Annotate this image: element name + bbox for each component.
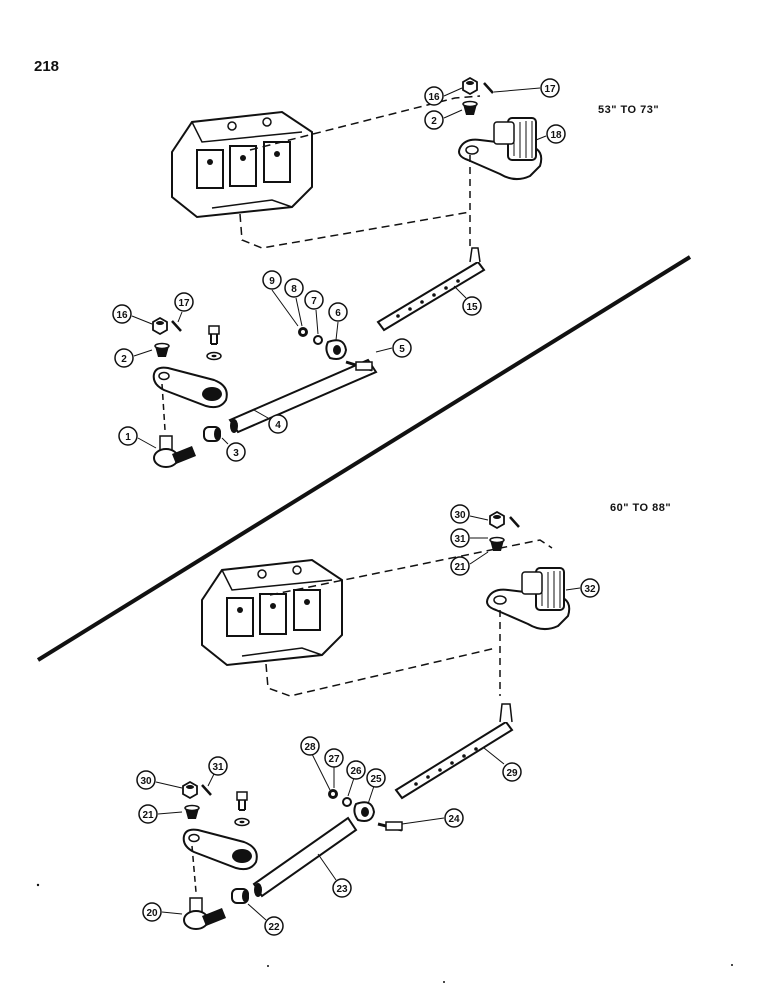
- callout-label: 23: [336, 884, 348, 895]
- lower-assembly: [182, 511, 571, 930]
- callout-label: 2: [121, 354, 127, 365]
- callout-label: 30: [454, 510, 466, 521]
- callout-label: 7: [311, 296, 317, 307]
- section-divider: [36, 255, 692, 662]
- callout-label: 31: [454, 534, 466, 545]
- lower-range-label: 60" TO 88": [610, 502, 672, 514]
- upper-assembly: [152, 77, 543, 468]
- callout-label: 6: [335, 308, 341, 319]
- callout-label: 21: [454, 562, 466, 573]
- upper-range-label: 53" TO 73": [598, 104, 660, 116]
- callout-label: 20: [146, 908, 158, 919]
- callout-label: 26: [350, 766, 362, 777]
- callout-label: 18: [550, 130, 562, 141]
- callout-label: 30: [140, 776, 152, 787]
- callout-label: 4: [275, 420, 281, 431]
- callout-label: 28: [304, 742, 316, 753]
- callout-label: 22: [268, 922, 280, 933]
- callout-label: 29: [506, 768, 518, 779]
- callout-label: 31: [212, 762, 224, 773]
- page-number: 218: [34, 58, 60, 75]
- callout-label: 3: [233, 448, 239, 459]
- callout-label: 24: [448, 814, 460, 825]
- callout-label: 17: [544, 84, 556, 95]
- callout-label: 32: [584, 584, 596, 595]
- callout-label: 25: [370, 774, 382, 785]
- callout-label: 2: [431, 116, 437, 127]
- callouts: 1 2 3 4 5 6 7 8 9 15 16 17 18 2 16 17 20…: [112, 78, 600, 936]
- callout-label: 21: [142, 810, 154, 821]
- lower-valve-body: [201, 559, 343, 666]
- lower-pitman-arm: [182, 828, 258, 871]
- lower-steering-arm: [486, 567, 571, 631]
- callout-label: 1: [125, 432, 131, 443]
- callout-label: 5: [399, 344, 405, 355]
- upper-pitman-arm: [152, 366, 228, 409]
- callout-label: 15: [466, 302, 478, 313]
- callout-label: 9: [269, 276, 275, 287]
- callout-label: 16: [428, 92, 440, 103]
- upper-steering-arm: [458, 117, 543, 181]
- upper-valve-body: [171, 111, 313, 218]
- callout-label: 8: [291, 284, 297, 295]
- callout-label: 27: [328, 754, 340, 765]
- callout-label: 17: [178, 298, 190, 309]
- callout-label: 16: [116, 310, 128, 321]
